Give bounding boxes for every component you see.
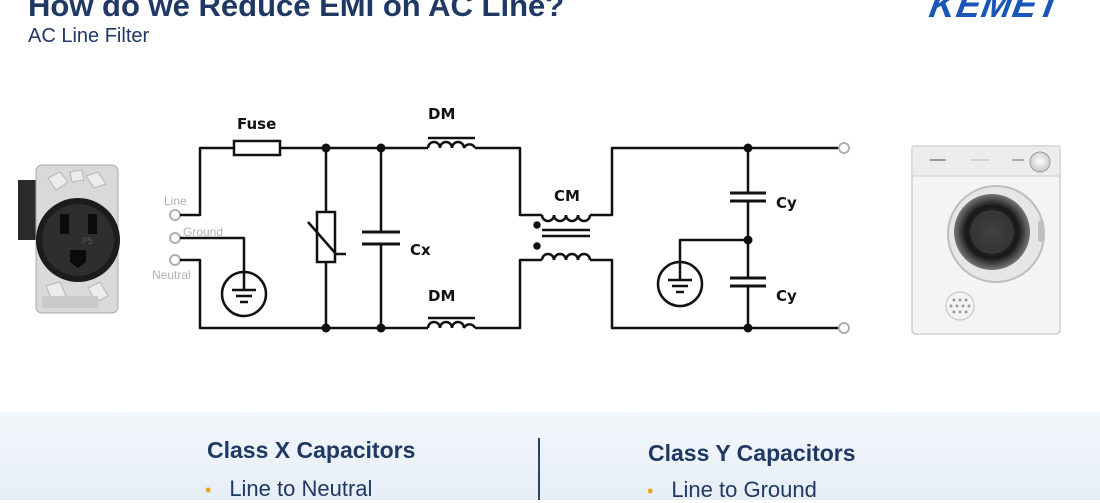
class-y-item: • Line to Ground [647, 477, 817, 503]
cy-capacitor-top: Cy [730, 191, 797, 212]
output-terminals [838, 142, 850, 334]
fuse-component: Fuse [232, 115, 282, 157]
neutral-label: Neutral [152, 268, 191, 282]
class-x-item: • Line to Neutral [205, 476, 372, 502]
class-y-item-text: Line to Ground [671, 477, 817, 502]
cy-top-label: Cy [776, 194, 797, 212]
cx-capacitor: Cx [362, 230, 431, 259]
dm-inductor-top: DM [426, 105, 477, 149]
ground-symbol-left [220, 270, 268, 318]
fuse-label: Fuse [237, 115, 276, 133]
dm-top-label: DM [428, 105, 455, 123]
slide-title: How do we Reduce EMI on AC Line? [28, 0, 565, 23]
dm-inductor-bottom: DM [426, 287, 477, 329]
cy-capacitor-bottom: Cy [730, 276, 797, 305]
ac-outlet-image: P5 [18, 164, 120, 314]
filter-circuit-diagram: P5 Line Ground Neutral [18, 105, 1061, 335]
junction-dots [321, 143, 753, 333]
class-x-heading: Class X Capacitors [207, 437, 416, 463]
column-divider [538, 438, 540, 500]
svg-text:P5: P5 [82, 237, 93, 247]
class-y-bullet: • [647, 481, 654, 501]
ground-label: Ground [183, 225, 223, 239]
cm-label: CM [554, 187, 580, 205]
cx-label: Cx [410, 241, 431, 259]
class-x-bullet: • [205, 480, 212, 500]
varistor-component [307, 210, 346, 264]
class-x-item-text: Line to Neutral [229, 476, 373, 501]
cm-choke: CM [533, 187, 592, 261]
ground-terminal: Ground [169, 225, 223, 244]
circuit-wires [180, 146, 838, 330]
line-label: Line [164, 194, 187, 208]
dryer-appliance-image [911, 145, 1061, 335]
slide-subtitle: AC Line Filter [28, 25, 150, 47]
cy-bottom-label: Cy [776, 287, 797, 305]
dm-bottom-label: DM [428, 287, 455, 305]
ground-symbol-right [656, 260, 704, 308]
capacitor-class-band [0, 412, 1100, 500]
line-terminal: Line [164, 194, 187, 221]
class-y-heading: Class Y Capacitors [648, 440, 856, 466]
